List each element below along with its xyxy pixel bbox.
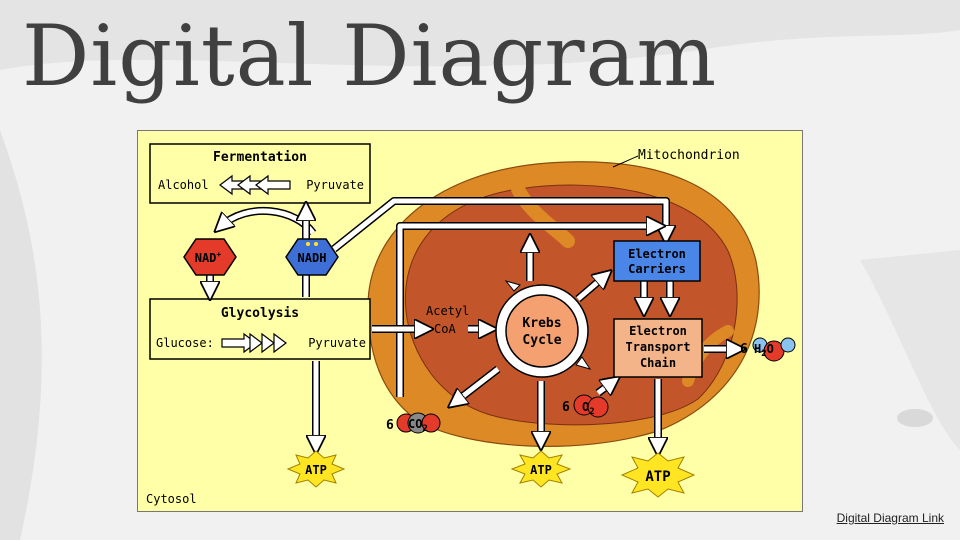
fermentation-pyruvate-label: Pyruvate [306,178,364,192]
fermentation-title: Fermentation [213,150,307,165]
electron-carriers-label-line2: Carriers [628,262,686,276]
atp-burst-krebs: ATP [510,450,572,488]
fermentation-arrows-icon [219,174,291,196]
nad-plus-label: NAD+ [195,250,222,265]
glycolysis-box: Glycolysis Glucose: Pyruvate [149,298,371,360]
etc-label-line2: Transport [625,340,690,354]
acetyl-coa-label-line1: Acetyl [426,304,469,318]
digital-diagram-link[interactable]: Digital Diagram Link [836,511,944,525]
mitochondrion-label: Mitochondrion [638,148,740,163]
acetyl-coa-label-line2: CoA [434,322,456,336]
nad-plus-hexagon: NAD+ [183,238,237,276]
glycolysis-glucose-label: Glucose: [156,336,214,350]
glycolysis-arrows-icon [221,332,287,354]
krebs-label-line1: Krebs [522,316,561,331]
h2o-formula: H2O [754,342,774,359]
slide-title: Digital Diagram [22,7,718,105]
cellular-respiration-diagram: Mitochondrion Fermentation Alcohol Pyruv… [137,130,803,512]
cytosol-label: Cytosol [146,492,197,506]
o2-coefficient: 6 [562,400,570,415]
co2-formula: CO2 [408,417,428,434]
co2-coefficient: 6 [386,418,394,433]
atp-label-etc: ATP [645,469,670,485]
fermentation-box: Fermentation Alcohol Pyruvate [149,143,371,204]
fermentation-alcohol-label: Alcohol [158,178,209,192]
co2-molecule: 6 CO2 [386,412,441,434]
glycolysis-pyruvate-label: Pyruvate [308,336,366,350]
krebs-label-line2: Cycle [522,333,561,348]
electron-carriers-label-line1: Electron [628,247,686,261]
o2-formula: O2 [582,400,595,417]
electron-transport-chain-box: Electron Transport Chain [613,318,703,378]
etc-label-line1: Electron [629,324,687,338]
nadh-hexagon: NADH [285,238,339,276]
etc-label-line3: Chain [640,356,676,370]
o2-molecule: 6 O2 [562,394,609,418]
nadh-label: NADH [298,251,327,265]
electron-carriers-box: Electron Carriers [613,240,701,282]
atp-label-krebs: ATP [530,463,552,477]
glycolysis-title: Glycolysis [221,306,299,321]
h2o-coefficient: 6 [740,342,748,357]
krebs-cycle: Krebs Cycle [495,280,592,378]
atp-burst-etc: ATP [620,452,696,498]
atp-label-glycolysis: ATP [305,463,327,477]
h2o-molecule: 6 H2O [740,337,796,362]
atp-burst-glycolysis: ATP [286,450,346,488]
